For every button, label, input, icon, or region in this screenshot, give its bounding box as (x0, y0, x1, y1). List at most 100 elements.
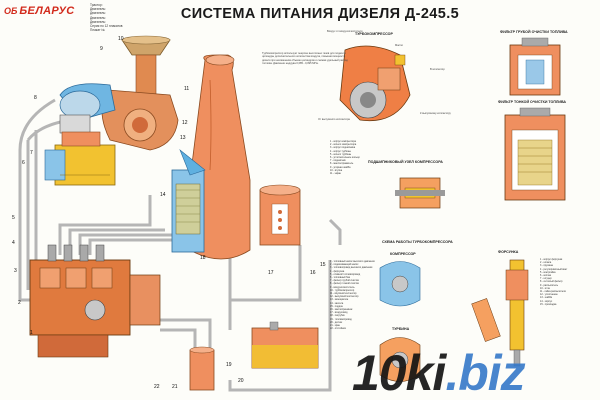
part-number: 3 (14, 268, 17, 274)
legend-item: 3 - пружина (540, 264, 553, 268)
monocyclone (189, 54, 251, 260)
legend-item: 12 - уплотнение (540, 293, 558, 297)
legend-item: 13 - шайба (540, 296, 553, 300)
part-number: 21 (172, 384, 178, 390)
callout-air-from-cleaner: Воздух от воздухоочистителя (327, 30, 363, 33)
meta-line: Плакат № (90, 28, 105, 33)
part-number: 1 (30, 330, 33, 336)
part-number: 20 (238, 378, 244, 384)
turbo-section (339, 45, 411, 122)
label-fine-filter: ФИЛЬТР ТОНКОЙ ОЧИСТКИ ТОПЛИВА (498, 100, 567, 104)
fine-filter-main (259, 184, 301, 246)
label-coarse-filter: ФИЛЬТР ГРУБОЙ ОЧИСТКИ ТОПЛИВА (500, 30, 568, 34)
fuel-tank (251, 321, 319, 369)
label-bearing-unit: ПОДШИПНИКОВЫЙ УЗЕЛ КОМПРЕССОРА (368, 160, 443, 164)
part-number: 22 (154, 384, 160, 390)
legend-system: 1 - топливный насос высокого давления 2 … (330, 260, 380, 330)
part-number: 7 (30, 150, 33, 156)
legend-item: 4 - форсунка (330, 269, 345, 273)
brand-name: БЕЛАРУС (19, 5, 75, 17)
legend-item: 15 - поддон (330, 304, 343, 308)
part-number: 10 (118, 36, 124, 42)
legend-item: 19 - топливопровод (330, 317, 352, 321)
legend-item: 15 - прокладка (540, 302, 557, 306)
part-number: 13 (180, 135, 186, 141)
legend-item: 10 - турбокомпрессор (330, 288, 355, 292)
legend-turbo: 1 - корпус компрессора 2 - колесо компре… (330, 140, 390, 175)
meta-block: Трактор: Двигатель: Двигатель: Двигатель… (90, 3, 168, 32)
part-number: 4 (12, 240, 15, 246)
label-turbine: ТУРБИНА (392, 327, 410, 331)
legend-item: 11 - впускной коллектор (330, 292, 357, 296)
part-number: 19 (226, 362, 232, 368)
poster-title: СИСТЕМА ПИТАНИЯ ДИЗЕЛЯ Д-245.5 (180, 6, 460, 22)
legend-item: 12 - выпускной коллектор (330, 295, 359, 299)
legend-item: 3 - топливопровод высокого давления (330, 266, 373, 270)
meta-line: Двигатель: (90, 19, 106, 24)
part-number: 8 (34, 95, 37, 101)
legend-item: 21 - кран (330, 324, 340, 328)
legend-item: 6 - уплотнительное кольцо (330, 156, 360, 160)
part-number: 17 (268, 270, 274, 276)
label-turbocharger: ТУРБОКОМПРЕССОР (355, 32, 393, 36)
callout-to-intake: В коллектор (430, 68, 445, 71)
callout-oil: Масло (395, 44, 403, 47)
watermark: 10ki.biz (352, 344, 526, 400)
legend-item: 9 - воздухоочиститель (330, 285, 355, 289)
legend-item: 9 - упорная шайба (330, 165, 351, 169)
meta-line: Серия по 12 плакатов (90, 24, 123, 29)
legend-item: 10 - втулка (330, 168, 343, 172)
legend-item: 1 - топливный насос высокого давления (330, 260, 375, 263)
legend-item: 22 - отстойник (330, 327, 346, 331)
legend-item: 7 - штуцер (540, 277, 552, 281)
part-number: 16 (310, 270, 316, 276)
label-turbo-scheme: СХЕМА РАБОТЫ ТУРБОКОМПРЕССОРА (382, 240, 453, 244)
legend-item: 8 - сетчатый фильтр (540, 280, 563, 284)
legend-item: 1 - корпус форсунки (540, 258, 563, 261)
legend-item: 5 - контргайка (540, 270, 556, 274)
legend-item: 11 - экран (330, 172, 341, 176)
meta-line: Двигатель: (90, 15, 106, 20)
manifold (101, 89, 179, 151)
legend-item: 13 - моноциклон (330, 298, 349, 302)
label-compressor: КОМПРЕССОР (390, 252, 416, 256)
brand: ОБ БЕЛАРУС (4, 3, 90, 19)
meta-line: Трактор: (90, 3, 103, 7)
air-cleaner (121, 35, 171, 101)
legend-item: 17 - воздуховод (330, 311, 348, 315)
legend-item: 2 - подкачивающий насос (330, 263, 359, 267)
coarse-filter-detail (509, 37, 561, 96)
coarse-filter-main (189, 346, 215, 391)
legend-item: 1 - корпус компрессора (330, 140, 356, 143)
part-number: 12 (182, 120, 188, 126)
legend-item: 11 - гайка распылителя (540, 290, 566, 294)
turbo-left (59, 83, 116, 134)
fine-filter-detail (504, 107, 566, 201)
legend-item: 14 - кассета (330, 301, 344, 305)
legend-item: 18 - патрубок (330, 314, 345, 318)
bearing-unit (395, 177, 445, 209)
legend-item: 4 - корпус турбины (330, 149, 351, 153)
legend-item: 20 - датчик (330, 320, 343, 324)
legend-item: 6 - топливный бак (330, 276, 350, 280)
part-number: 18 (200, 255, 206, 261)
injection-pump (29, 244, 161, 358)
label-injector: ФОРСУНКА (498, 250, 519, 254)
brand-logo: ОБ (4, 6, 18, 16)
legend-item: 5 - сливной топливопровод (330, 272, 361, 276)
turbo-scheme-graphic (379, 261, 421, 382)
watermark-brand: 10ki (352, 345, 446, 400)
legend-item: 9 - распылитель (540, 283, 559, 287)
callout-from-exhaust: От выпускного коллектора (318, 118, 350, 121)
callout-to-exhaust: К выпускному коллектору (420, 112, 451, 115)
legend-item: 3 - корпус подшипника (330, 146, 356, 150)
legend-item: 5 - колесо турбины (330, 152, 352, 156)
legend-item: 8 - маслоотражатель (330, 162, 354, 166)
meta-line: Двигатель: (90, 11, 106, 16)
part-number: 6 (22, 160, 25, 166)
legend-item: 7 - подшипник (330, 159, 346, 163)
part-number: 11 (184, 86, 190, 92)
part-number: 9 (100, 46, 103, 52)
